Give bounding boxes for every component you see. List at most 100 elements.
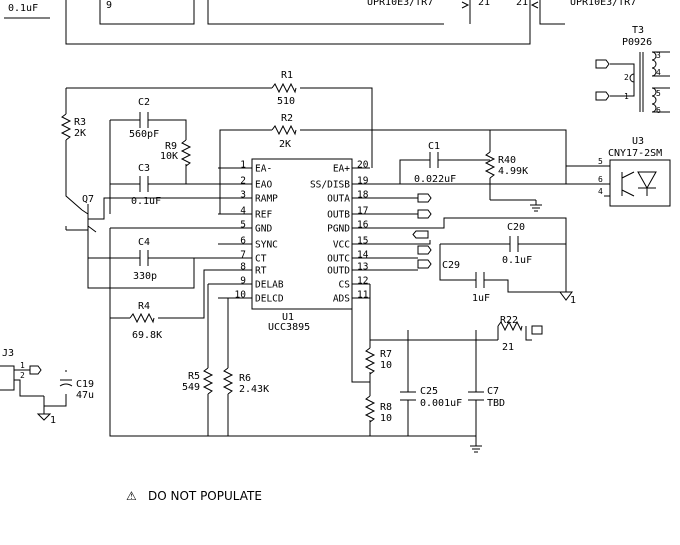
t3-pin-6: 6 — [656, 106, 661, 115]
c20-ref: C20 — [507, 222, 525, 233]
u1-pin-name: RT — [255, 266, 267, 277]
current-sense: R7 10 R8 10 C25 0.001uF C7 TBD R22 21 — [351, 284, 543, 453]
r8-value: 10 — [380, 413, 392, 424]
c3-ref: C3 — [138, 163, 150, 174]
t3-pin-2: 2 — [624, 73, 629, 82]
t3-pin-5: 5 — [656, 89, 661, 98]
c4-value: 330p — [133, 271, 157, 282]
u1-pin-name: OUTC — [327, 254, 350, 265]
r4-ref: R4 — [138, 301, 150, 312]
j3-pin-2: 2 — [20, 371, 25, 380]
q7-ref: Q7 — [82, 194, 94, 205]
top-fragment: 0.1uF 9 UPR10E3/TR7 21 21 UPR10E3/TR7 — [4, 0, 636, 45]
u1-pin-name: PGND — [327, 224, 350, 235]
top-pin-21b: 21 — [516, 0, 528, 8]
r1-ref: R1 — [281, 70, 293, 81]
u1-ref: U1 — [282, 312, 294, 323]
u1-pin-number: 3 — [240, 190, 246, 201]
c7-value: TBD — [487, 398, 505, 409]
transformer-t3: T3 P0926 2 1 3 4 5 6 — [610, 25, 670, 115]
u1-pin-name: REF — [255, 210, 272, 221]
u1-pin-name: RAMP — [255, 194, 278, 205]
r4-value: 69.8K — [132, 330, 162, 341]
r7-ref: R7 — [380, 349, 392, 360]
c29-ref: C29 — [442, 260, 460, 271]
t3-value: P0926 — [622, 37, 652, 48]
u1-pin-name: GND — [255, 224, 272, 235]
u1-pin-number: 2 — [240, 176, 246, 187]
u1-pin-number: 10 — [235, 290, 247, 301]
u1-pin-name: VCC — [333, 240, 350, 251]
c2-ref: C2 — [138, 97, 150, 108]
top-pin-21a: 21 — [478, 0, 490, 8]
u1-pin-name: CT — [255, 254, 267, 265]
r8-ref: R8 — [380, 402, 392, 413]
u1-pin-name: EA+ — [333, 164, 350, 175]
warning-icon: ⚠ — [126, 489, 137, 503]
u3-pin-6: 6 — [598, 175, 603, 184]
u1-right-pins: 20EA+19SS/DISB18OUTA17OUTB16PGND15VCC14O… — [310, 160, 369, 305]
u1-pin-number: 4 — [240, 206, 246, 217]
r22-value: 21 — [502, 342, 514, 353]
u3-pin-5: 5 — [598, 157, 603, 166]
do-not-populate-note: ⚠ DO NOT POPULATE — [126, 489, 262, 503]
c1-ref: C1 — [428, 141, 440, 152]
c1-value: 0.022uF — [414, 174, 456, 185]
u1-pin-number: 18 — [357, 190, 369, 201]
r9-ref: R9 — [165, 141, 177, 152]
u1-pin-number: 20 — [357, 160, 369, 171]
r1-value: 510 — [277, 96, 295, 107]
r3-value: 2K — [74, 128, 86, 139]
top-part-mid: UPR10E3/TR7 — [367, 0, 433, 8]
u3-ref: U3 — [632, 136, 644, 147]
r9-value: 10K — [160, 151, 178, 162]
u1-pin-name: EAO — [255, 180, 272, 191]
u1-pin-number: 12 — [357, 276, 368, 287]
t3-pin-1: 1 — [624, 92, 629, 101]
t3-ref: T3 — [632, 25, 644, 36]
u1-pin-number: 8 — [240, 262, 246, 273]
u1-pin-number: 5 — [240, 220, 246, 231]
u1-pin-number: 14 — [357, 250, 369, 261]
u1-pin-name: DELAB — [255, 280, 284, 291]
r7-value: 10 — [380, 360, 392, 371]
u3-pin-4: 4 — [598, 187, 603, 196]
c19-value: 47u — [76, 390, 94, 401]
r6-value: 2.43K — [239, 384, 269, 395]
u1-pin-name: SS/DISB — [310, 180, 350, 191]
u3-value: CNY17-2SM — [608, 148, 662, 159]
u1-pin-name: OUTD — [327, 266, 350, 277]
u1-pin-number: 13 — [357, 262, 368, 273]
top-part-right: UPR10E3/TR7 — [570, 0, 636, 8]
u1-pin-number: 19 — [357, 176, 369, 187]
r40-value: 4.99K — [498, 166, 528, 177]
c4-ref: C4 — [138, 237, 150, 248]
j3-pin-1: 1 — [20, 361, 25, 370]
u1-pin-number: 15 — [357, 236, 368, 247]
u1-pin-number: 6 — [240, 236, 246, 247]
feedback-network: R1 510 R2 2K C1 0.022uF R40 4.99K — [66, 70, 604, 214]
c7-ref: C7 — [487, 386, 499, 397]
t3-pin-3: 3 — [656, 51, 661, 60]
u1-pin-number: 11 — [357, 290, 369, 301]
r22-ref: R22 — [500, 315, 518, 326]
u1-pin-number: 17 — [357, 206, 368, 217]
u1-part: UCC3895 — [268, 322, 310, 333]
u1-pin-name: OUTA — [327, 194, 350, 205]
r2-value: 2K — [279, 139, 291, 150]
c25-value: 0.001uF — [420, 398, 462, 409]
r2-ref: R2 — [281, 113, 293, 124]
ic-u1: U1 UCC3895 — [251, 158, 353, 333]
t3-pin-4: 4 — [656, 68, 661, 77]
gnd-label-j3: 1 — [50, 415, 56, 426]
top-cap-value: 0.1uF — [8, 3, 38, 14]
compensation-network: C2 560pF R9 10K C3 0.1uF — [109, 97, 218, 214]
r5-value: 549 — [182, 382, 200, 393]
u1-pin-name: ADS — [333, 294, 350, 305]
connector-j3: J3 1 2 C19 47u 1 — [0, 348, 94, 426]
c25-ref: C25 — [420, 386, 438, 397]
vcc-bypass: C20 0.1uF C29 1uF 1 — [370, 217, 576, 306]
net-tags — [370, 59, 610, 271]
